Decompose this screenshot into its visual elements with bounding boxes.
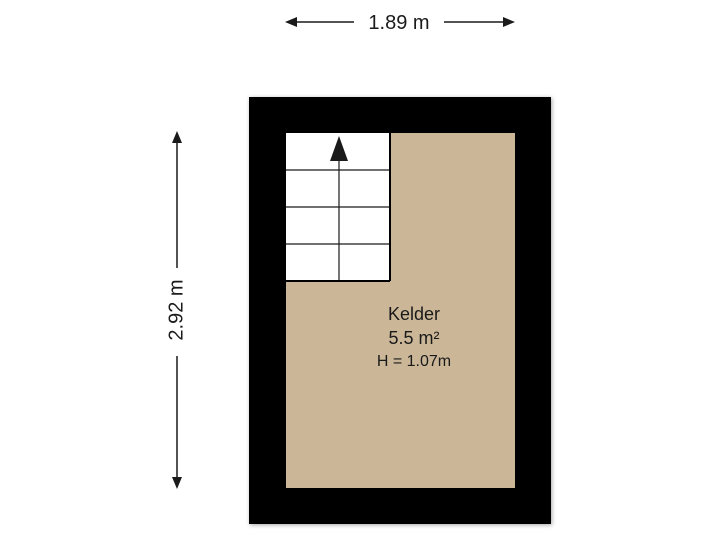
- room-area: 5.5 m²: [388, 328, 439, 348]
- room-height: H = 1.07m: [377, 353, 451, 370]
- staircase: [286, 133, 391, 282]
- height-dimension: 2.92 m: [165, 131, 187, 489]
- arrow-up-icon: [330, 136, 348, 161]
- room-label: Kelder 5.5 m² H = 1.07m: [377, 304, 451, 370]
- room-name: Kelder: [388, 304, 440, 324]
- width-arrow-right-icon: [503, 17, 515, 27]
- height-arrow-bottom-icon: [172, 477, 182, 489]
- width-arrow-left-icon: [285, 17, 297, 27]
- height-dimension-label: 2.92 m: [165, 279, 187, 340]
- width-dimension-label: 1.89 m: [368, 12, 429, 34]
- height-arrow-top-icon: [172, 131, 182, 143]
- width-dimension: 1.89 m: [285, 12, 515, 34]
